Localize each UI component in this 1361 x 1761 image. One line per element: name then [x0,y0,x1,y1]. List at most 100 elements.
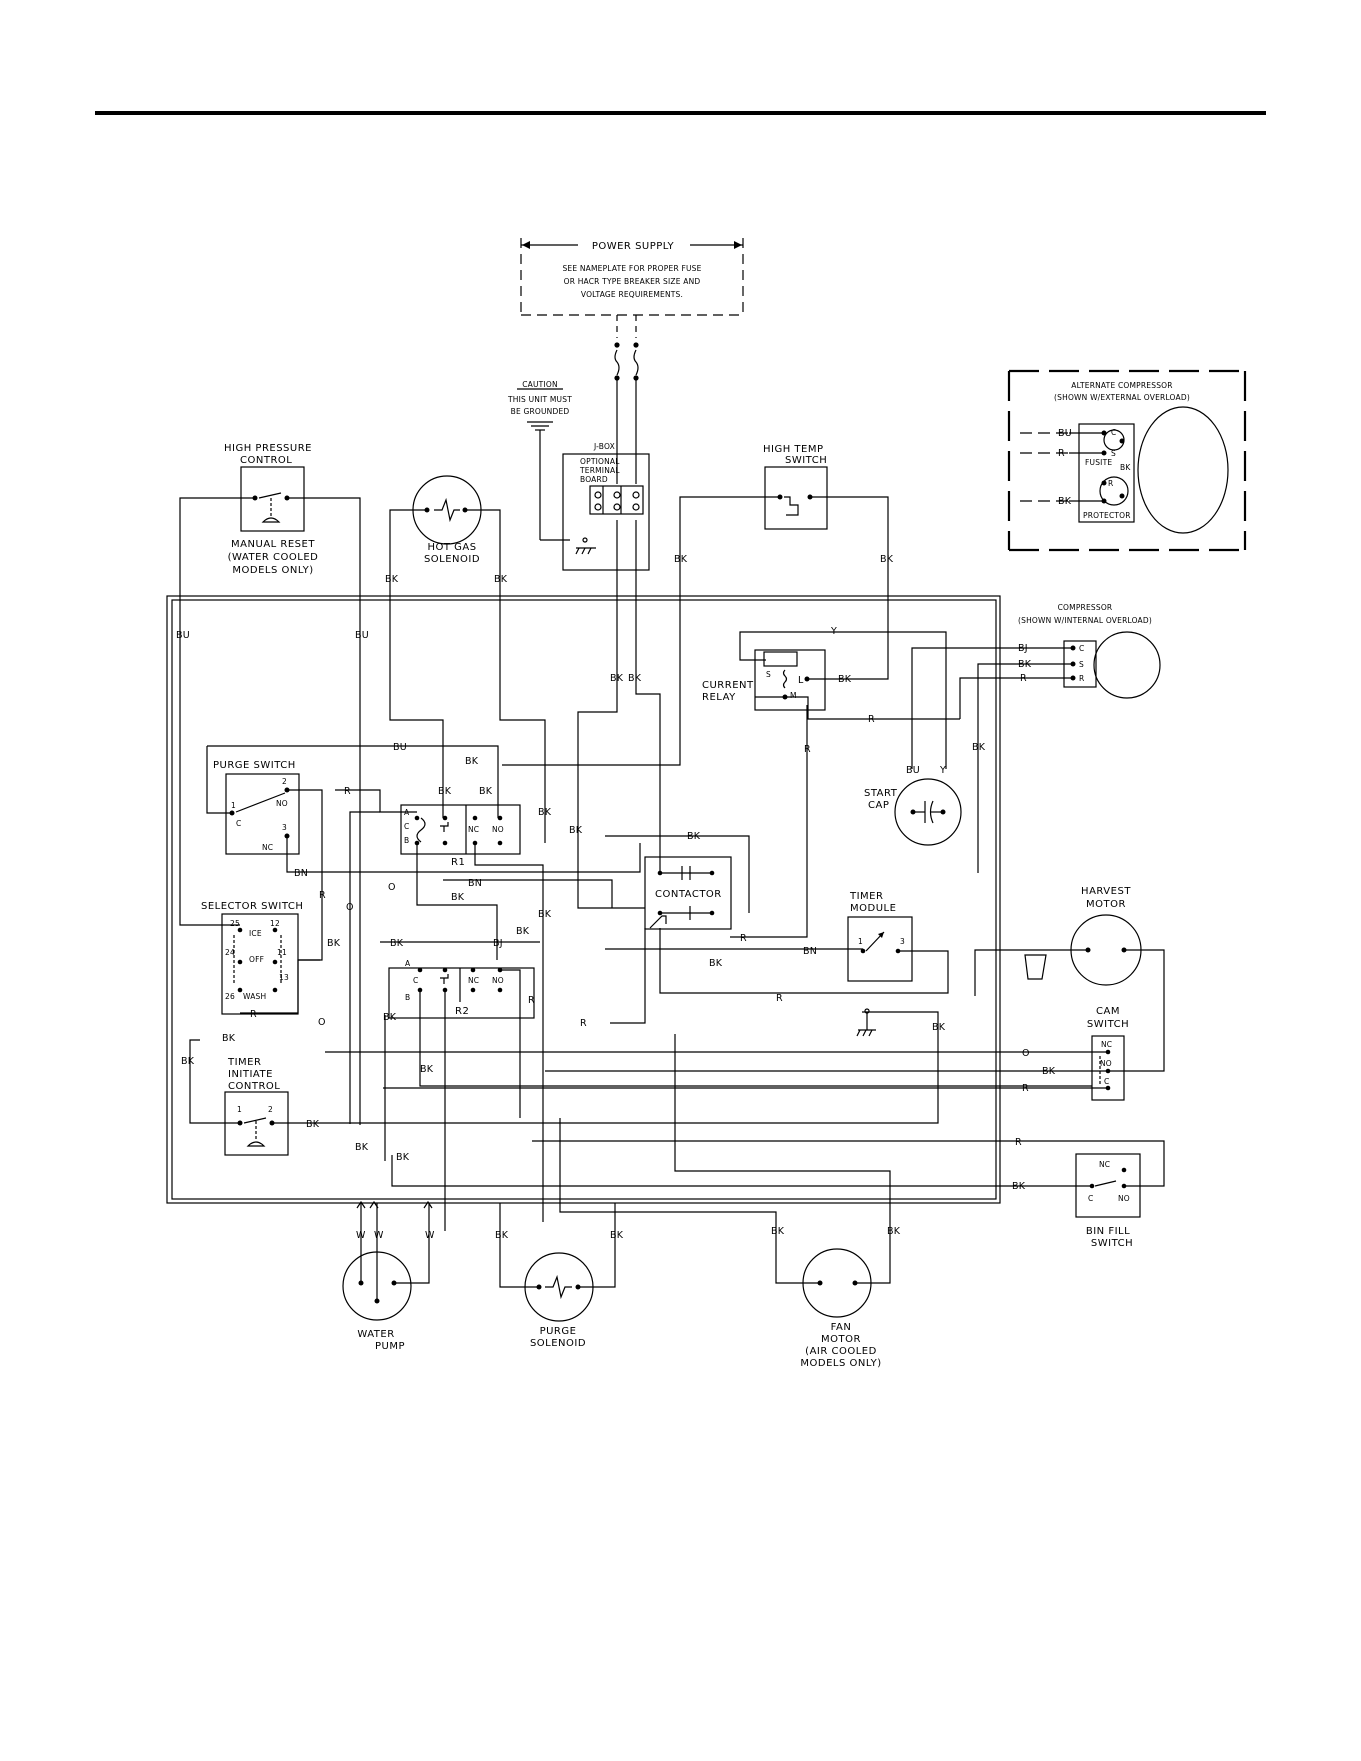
fan-motor: FAN MOTOR (AIR COOLED MODELS ONLY) [800,1248,881,1369]
wire-label: BK [709,958,723,969]
hot-gas-label-1: HOT GAS [427,542,476,553]
relay-r2: A C B NC NO R2 [388,959,535,1019]
wire-label: BK [355,1142,369,1153]
water-pump-label-2: PUMP [375,1341,405,1352]
wire-label: BK [516,926,530,937]
start-cap-label-2: CAP [868,800,889,811]
wire-label: BK [628,673,642,684]
alt-compressor-title: ALTERNATE COMPRESSOR [1071,381,1172,390]
wire-label: R [580,1018,587,1029]
wire-label: Y [830,626,837,637]
wire-label: BN [294,868,308,879]
alt-compressor-subtitle: (SHOWN W/EXTERNAL OVERLOAD) [1054,393,1190,402]
power-supply-line-3: VOLTAGE REQUIREMENTS. [581,290,683,299]
wire-label: R [804,744,811,755]
bin-fill-label-2: SWITCH [1091,1238,1133,1249]
high-temp-switch: HIGH TEMP SWITCH [763,444,828,530]
wire-label: BK [771,1226,785,1237]
timer-module-label-2: MODULE [850,903,896,914]
alt-pin-c: C [1111,428,1116,437]
sel-term-26: 26 [225,992,235,1001]
relay-pin-l: L [798,675,804,686]
high-temp-label-1: HIGH TEMP [763,444,824,455]
tic-pin-1: 1 [237,1105,242,1114]
wire-label: R [344,786,351,797]
purge-solenoid-label-2: SOLENOID [530,1338,586,1349]
alt-wire-bu: BU [1058,428,1072,439]
wire-label: R [1020,673,1027,684]
wire-label: R [1022,1083,1029,1094]
power-supply-box: POWER SUPPLY SEE NAMEPLATE FOR PROPER FU… [520,238,744,316]
cam-term-nc: NC [1101,1040,1112,1049]
fan-motor-label-3: (AIR COOLED [805,1346,877,1357]
wire-label: BK [887,1226,901,1237]
jbox-line-2: TERMINAL [579,466,620,475]
start-capacitor: START CAP [864,778,962,846]
wire-label: BK [438,786,452,797]
wire-label: BU [393,742,407,753]
wire-label: BK [838,674,852,685]
purge-pin-1: 1 [231,801,236,810]
current-relay: S L M CURRENT RELAY [702,649,826,711]
wire-label: BK [1012,1181,1026,1192]
r2-term-b: B [405,993,410,1002]
r1-name: R1 [451,857,465,868]
selector-switch: SELECTOR SWITCH 25 ICE 12 24 OFF 11 13 2… [201,901,303,1015]
wire-label: BU [906,765,920,776]
timer-initiate-control: TIMER INITIATE CONTROL 1 2 [224,1057,289,1156]
harvest-motor-label-1: HARVEST [1081,886,1131,897]
caution-line-2: BE GROUNDED [511,407,570,416]
r2-name: R2 [455,1006,469,1017]
sel-term-13: 13 [279,973,289,982]
wire-label: BK [494,574,508,585]
fan-motor-label-4: MODELS ONLY) [800,1358,881,1369]
wire-label: BK [674,554,688,565]
relay-pin-s: S [766,670,771,679]
wire-label: BK [1042,1066,1056,1077]
wire-label: O [388,882,396,893]
wire-label: R [740,933,747,944]
tic-pin-2: 2 [268,1105,273,1114]
alt-wire-r: R [1058,448,1065,459]
wire-label: O [346,902,354,913]
wire-label: W [425,1230,435,1241]
wire-labels: BU BU BK BK BK BK BK BK Y BK R BJ BK R B… [176,554,1056,1241]
cam-switch: CAM SWITCH NC NO C [1087,1006,1129,1101]
hp-title-2: CONTROL [240,455,292,466]
harvest-motor: HARVEST MOTOR [1024,886,1142,986]
selector-title: SELECTOR SWITCH [201,901,303,912]
wire-label: BN [803,946,817,957]
sel-term-off: OFF [249,955,264,964]
hot-gas-solenoid: HOT GAS SOLENOID [412,475,482,565]
fan-motor-label-1: FAN [831,1322,852,1333]
alt-protector-label: PROTECTOR [1083,511,1131,520]
r2-term-c: C [413,976,418,985]
purge-pin-no: NO [276,799,288,808]
sel-term-ice: ICE [249,929,262,938]
bin-term-nc: NC [1099,1160,1110,1169]
r1-term-nc: NC [468,825,479,834]
junction-box: J-BOX OPTIONAL TERMINAL BOARD [562,442,650,571]
wire-label: BK [383,1012,397,1023]
purge-pin-2: 2 [282,777,287,786]
sel-term-11: 11 [277,948,287,957]
power-supply-line-2: OR HACR TYPE BREAKER SIZE AND [564,277,701,286]
purge-solenoid: PURGE SOLENOID [524,1252,594,1349]
wire-label: O [1022,1048,1030,1059]
wire-label: BK [538,807,552,818]
relay-r1: A C B NC NO R1 [400,804,521,868]
wire-label: BK [610,673,624,684]
cam-term-no: NO [1100,1059,1112,1068]
wire-label: BK [465,756,479,767]
wire-label: BN [468,878,482,889]
wiring [179,496,1165,1301]
hp-note-1: MANUAL RESET [231,539,315,550]
purge-pin-c: C [236,819,241,828]
timer-module: TIMER MODULE 1 3 [847,891,913,982]
compressor-pin-c: C [1079,644,1084,653]
r1-term-c: C [404,822,409,831]
purge-pin-nc: NC [262,843,273,852]
compressor-pin-r: R [1079,674,1084,683]
wire-label: BK [420,1064,434,1075]
caution-ground: CAUTION THIS UNIT MUST BE GROUNDED [507,380,572,541]
